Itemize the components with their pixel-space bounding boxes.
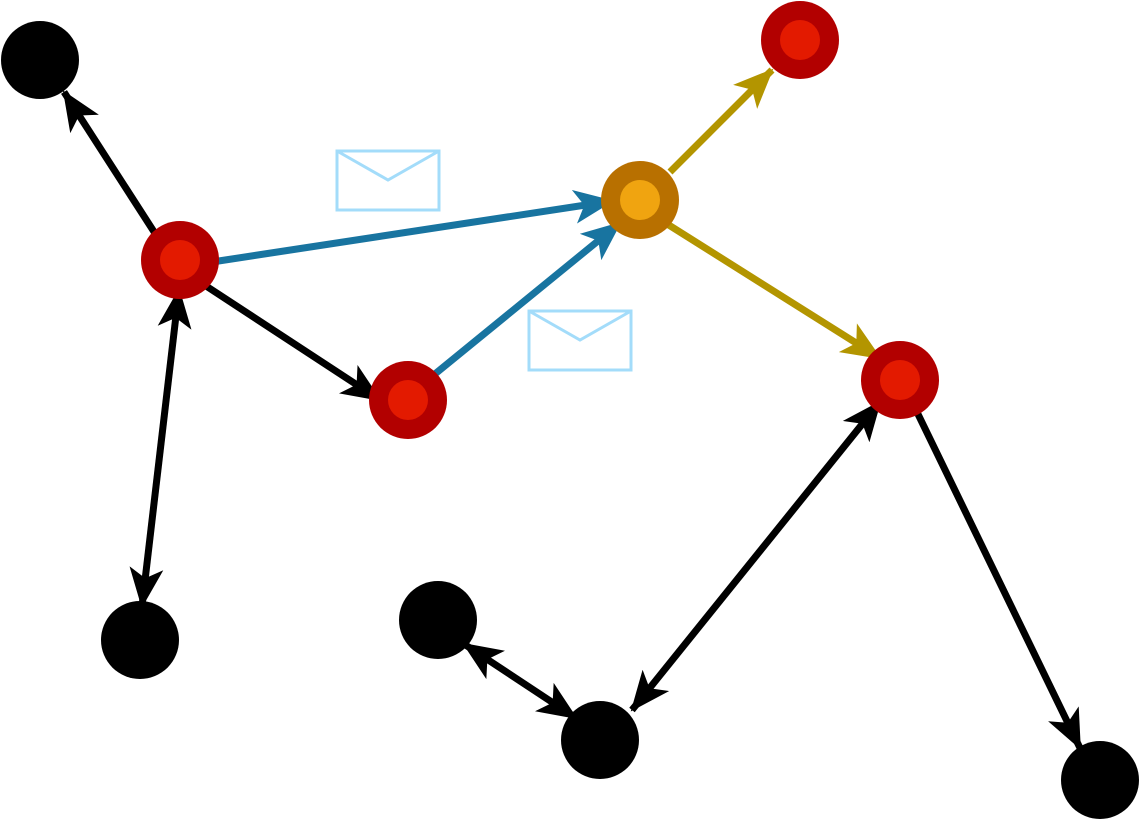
edge-n6-n10 — [912, 408, 1084, 750]
edge-n2-n1 — [61, 90, 161, 240]
edge-n2-n7 — [129, 288, 192, 608]
node-inactive[interactable] — [101, 601, 179, 679]
envelope-icon — [527, 309, 633, 372]
node-inactive[interactable] — [1061, 741, 1139, 819]
node-source[interactable] — [601, 161, 679, 239]
node-inactive[interactable] — [1, 21, 79, 99]
envelope-icon — [335, 149, 441, 212]
edge-n4-n5-broadcast — [667, 67, 775, 175]
node-infected[interactable] — [861, 341, 939, 419]
node-inactive[interactable] — [399, 581, 477, 659]
node-infected[interactable] — [761, 1, 839, 79]
node-infected[interactable] — [141, 221, 219, 299]
edges — [61, 67, 1084, 750]
edge-n3-n4-message — [427, 220, 623, 381]
edge-n4-n6-broadcast — [662, 219, 882, 361]
edge-n2-n4-message — [211, 189, 614, 266]
edge-n8-n9 — [462, 641, 578, 721]
edge-n6-n9 — [629, 399, 883, 713]
node-infected[interactable] — [369, 361, 447, 439]
node-inactive[interactable] — [561, 701, 639, 779]
edge-n2-n3 — [201, 281, 382, 403]
